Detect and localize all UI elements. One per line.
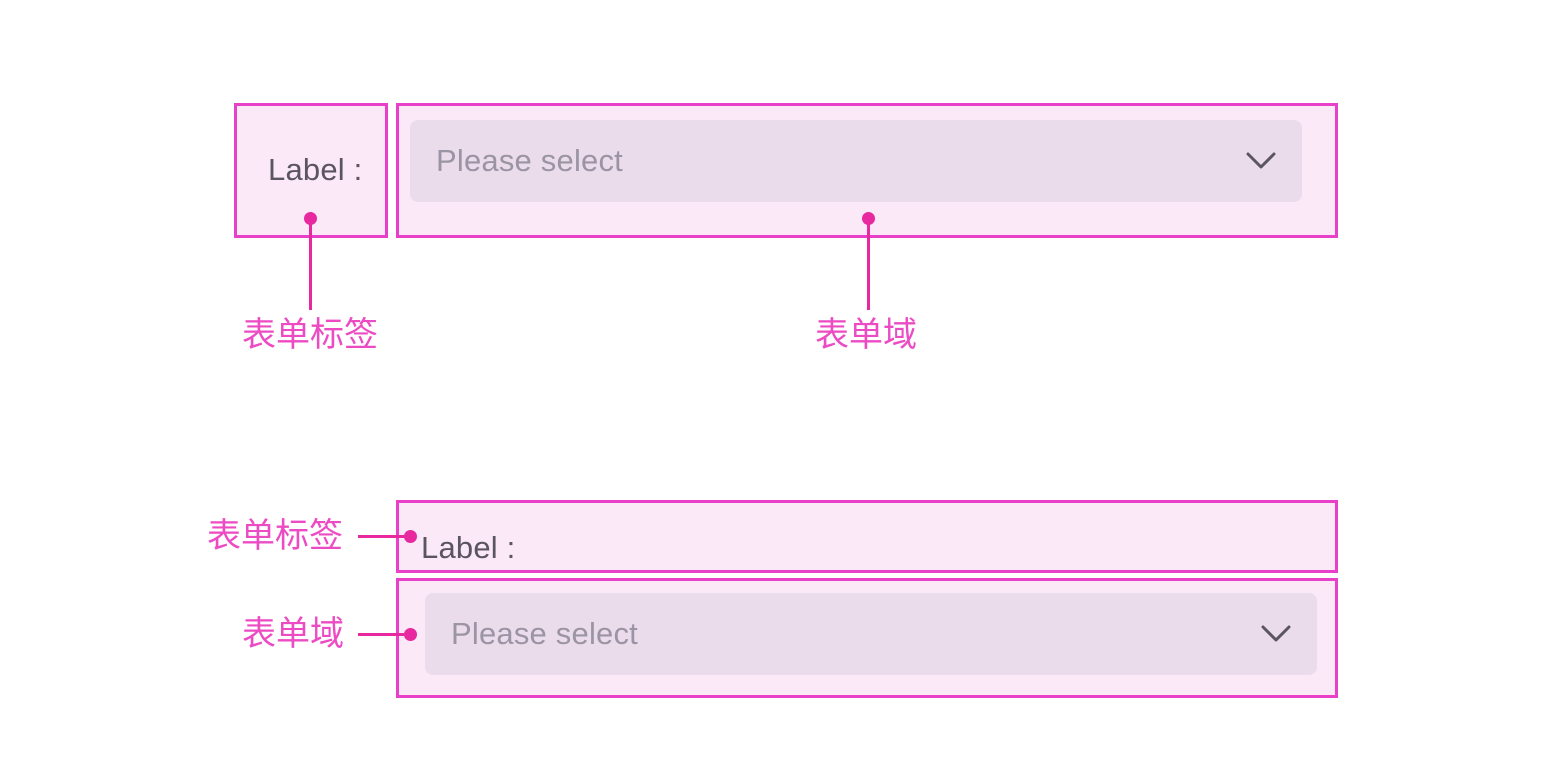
vertical-select-placeholder: Please select <box>451 616 638 651</box>
vertical-label-annotation: 表单标签 <box>207 517 343 555</box>
horizontal-field-annotation: 表单域 <box>815 316 917 354</box>
vertical-label-text: Label : <box>421 530 516 565</box>
vertical-select[interactable]: Please select <box>425 593 1317 675</box>
chevron-down-icon[interactable] <box>1246 152 1302 170</box>
horizontal-label-leader-line <box>309 218 312 310</box>
horizontal-label-annotation: 表单标签 <box>242 316 378 354</box>
vertical-label-leader-line <box>358 535 408 538</box>
chevron-down-icon[interactable] <box>1261 625 1317 643</box>
horizontal-label-text: Label : <box>268 152 363 187</box>
horizontal-select[interactable]: Please select <box>410 120 1302 202</box>
vertical-field-marker-dot <box>404 628 417 641</box>
horizontal-field-leader-line <box>867 218 870 310</box>
vertical-label-marker-dot <box>404 530 417 543</box>
vertical-field-annotation: 表单域 <box>242 615 344 653</box>
vertical-field-leader-line <box>358 633 408 636</box>
vertical-label-box <box>396 500 1338 573</box>
horizontal-select-placeholder: Please select <box>436 143 623 178</box>
